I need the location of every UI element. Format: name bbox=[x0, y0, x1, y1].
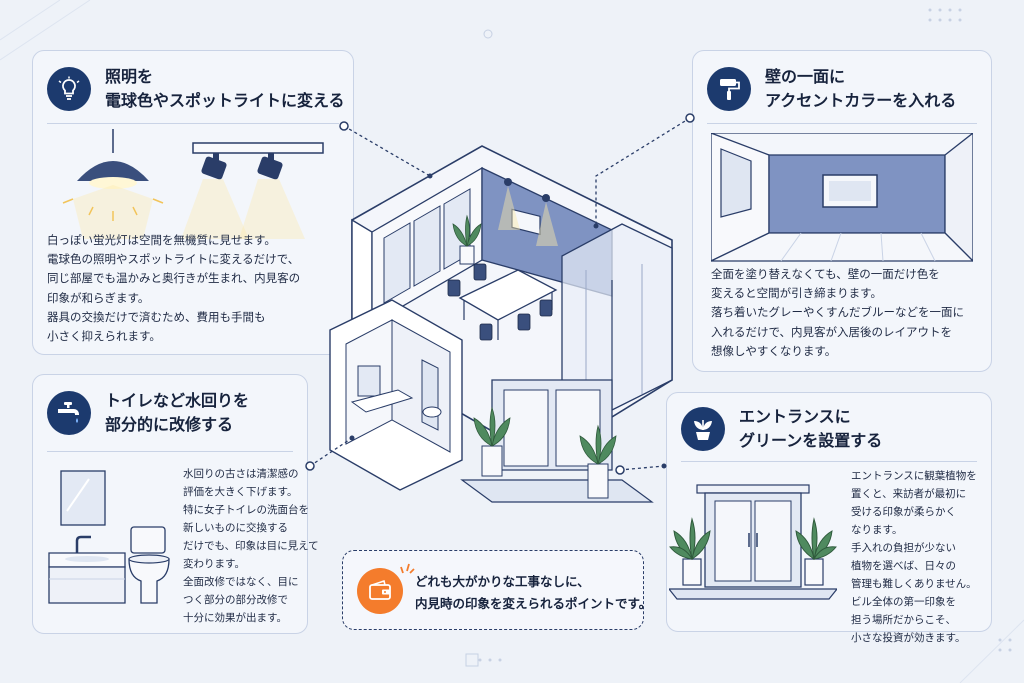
lighting-body-line: 白っぽい蛍光灯は空間を無機質に見せます。 bbox=[47, 233, 276, 247]
entrance-title-line1: エントランスに bbox=[739, 407, 851, 426]
accent-wall-body-line: 変えると空間が引き締まります。 bbox=[711, 286, 883, 301]
restroom-card-header: トイレなど水回りを 部分的に改修する bbox=[47, 389, 249, 437]
summary-callout-line1: どれも大がかりな工事なしに、 bbox=[415, 574, 590, 589]
lighting-body-line: 小さく抑えられます。 bbox=[47, 329, 161, 344]
lightbulb-icon bbox=[47, 67, 91, 111]
accent-wall-body-line: 全面を塗り替えなくても、壁の一面だけ色を bbox=[711, 267, 940, 281]
entrance-body-line: 植物を選べば、日々の bbox=[851, 560, 956, 572]
accent-wall-body-line: 想像しやすくなります。 bbox=[711, 343, 837, 358]
entrance-card-header: エントランスに グリーンを設置する bbox=[681, 405, 882, 453]
lighting-body-line: 印象が和らぎます。 bbox=[47, 290, 150, 305]
entrance-body-line: 担う場所だからこそ、 bbox=[851, 614, 956, 626]
lighting-title: 照明を 電球色やスポットライトに変える bbox=[105, 65, 345, 113]
isometric-office-illustration bbox=[329, 145, 673, 503]
restroom-body-line: 全面改修ではなく、目に bbox=[183, 576, 299, 588]
lighting-illustration bbox=[62, 129, 324, 239]
entrance-body-line: ビル全体の第一印象を bbox=[851, 596, 956, 608]
entrance-card: エントランスに グリーンを設置する エントランスに観葉植物を 置くと、 bbox=[666, 392, 992, 644]
lighting-body-line: 同じ部屋でも温かみと奥行きが生まれ、内見客の bbox=[47, 271, 301, 286]
entrance-body-line: 小さな投資が効きます。 bbox=[851, 632, 966, 644]
restroom-body-line: 新しいものに交換する bbox=[183, 522, 288, 534]
lighting-card-header: 照明を 電球色やスポットライトに変える bbox=[47, 65, 345, 113]
restroom-card: トイレなど水回りを 部分的に改修する 水回りの古さは清潔感の 評価を大きく下げま… bbox=[32, 374, 319, 634]
entrance-body-line: エントランスに観葉植物を bbox=[851, 470, 977, 482]
accent-wall-title-line1: 壁の一面に bbox=[765, 67, 846, 86]
lighting-divider bbox=[47, 123, 339, 124]
entrance-body-line: 置くと、来訪者が最初に bbox=[851, 488, 967, 500]
restroom-illustration bbox=[48, 470, 170, 604]
entrance-body: エントランスに観葉植物を 置くと、来訪者が最初に 受ける印象が柔らかく なります… bbox=[851, 467, 977, 647]
wallet-icon bbox=[357, 568, 403, 614]
lighting-card: 照明を 電球色やスポットライトに変える 白っぽい蛍光灯は空間を無機質に見せます。… bbox=[32, 50, 354, 355]
potted-plant-icon bbox=[681, 407, 725, 451]
lighting-body-line: 器具の交換だけで済むため、費用も手間も bbox=[47, 309, 266, 324]
restroom-body-line: だけでも、印象は目に見えて bbox=[183, 540, 319, 552]
entrance-divider bbox=[681, 461, 977, 462]
faucet-icon bbox=[47, 391, 91, 435]
entrance-body-line: 手入れの負担が少ない bbox=[851, 542, 956, 554]
accent-wall-card-header: 壁の一面に アクセントカラーを入れる bbox=[707, 65, 956, 113]
accent-wall-title-line2: アクセントカラーを入れる bbox=[765, 91, 957, 110]
summary-callout-text: どれも大がかりな工事なしに、 内見時の印象を変えられるポイントです。 bbox=[415, 571, 651, 615]
restroom-title: トイレなど水回りを 部分的に改修する bbox=[105, 389, 249, 437]
accent-wall-illustration bbox=[711, 133, 973, 262]
lighting-title-line2: 電球色やスポットライトに変える bbox=[105, 91, 345, 110]
lighting-body-line: 電球色の照明やスポットライトに変えるだけで、 bbox=[47, 252, 300, 267]
restroom-body-line: 水回りの古さは清潔感の bbox=[183, 468, 299, 480]
entrance-body-line: なります。 bbox=[851, 524, 903, 536]
restroom-body-line: つく部分の部分改修で bbox=[183, 594, 288, 606]
entrance-body-line: 受ける印象が柔らかく bbox=[851, 506, 956, 518]
paint-roller-icon bbox=[707, 67, 751, 111]
restroom-body: 水回りの古さは清潔感の 評価を大きく下げます。 特に女子トイレの洗面台を 新しい… bbox=[183, 465, 319, 627]
lighting-body: 白っぽい蛍光灯は空間を無機質に見せます。 電球色の照明やスポットライトに変えるだ… bbox=[47, 231, 300, 346]
entrance-illustration bbox=[669, 484, 837, 600]
restroom-divider bbox=[47, 451, 293, 452]
summary-callout: どれも大がかりな工事なしに、 内見時の印象を変えられるポイントです。 bbox=[342, 550, 651, 630]
entrance-title: エントランスに グリーンを設置する bbox=[739, 405, 882, 453]
accent-wall-body-line: 入れるだけで、内見客が入居後のレイアウトを bbox=[711, 324, 953, 339]
restroom-body-line: 十分に効果が出ます。 bbox=[183, 612, 287, 624]
entrance-body-line: 管理も難しくありません。 bbox=[851, 578, 977, 590]
accent-wall-title: 壁の一面に アクセントカラーを入れる bbox=[765, 65, 956, 113]
accent-wall-card: 壁の一面に アクセントカラーを入れる 全面を塗り替えなくても、壁の一面だけ色を … bbox=[692, 50, 992, 372]
restroom-body-line: 変わります。 bbox=[183, 558, 245, 570]
accent-wall-divider bbox=[707, 123, 977, 124]
entrance-title-line2: グリーンを設置する bbox=[739, 431, 883, 450]
restroom-title-line2: 部分的に改修する bbox=[105, 415, 234, 434]
restroom-body-line: 評価を大きく下げます。 bbox=[183, 486, 298, 498]
accent-wall-body: 全面を塗り替えなくても、壁の一面だけ色を 変えると空間が引き締まります。 落ち着… bbox=[711, 265, 964, 361]
accent-wall-body-line: 落ち着いたグレーやくすんだブルーなどを一面に bbox=[711, 305, 964, 320]
sparkle-icon bbox=[400, 563, 415, 574]
lighting-title-line1: 照明を bbox=[105, 67, 154, 86]
restroom-body-line: 特に女子トイレの洗面台を bbox=[183, 504, 309, 516]
summary-callout-line2: 内見時の印象を変えられるポイントです。 bbox=[415, 596, 652, 611]
restroom-title-line1: トイレなど水回りを bbox=[105, 391, 250, 410]
